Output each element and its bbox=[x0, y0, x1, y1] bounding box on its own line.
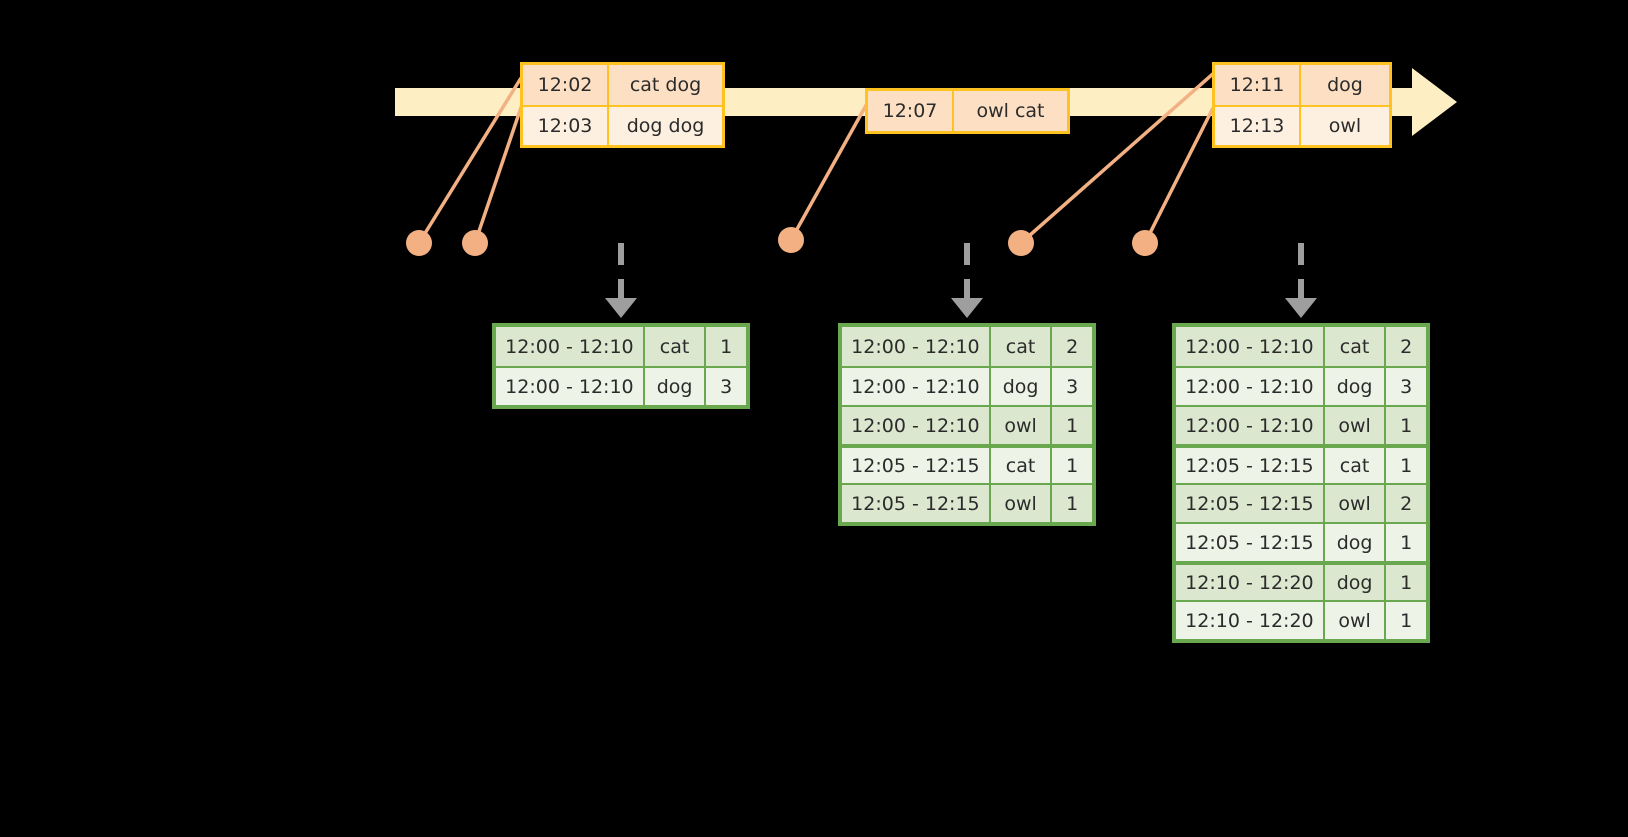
window-cell: 12:00 - 12:10 bbox=[1176, 327, 1325, 366]
event-value: dog dog bbox=[626, 115, 705, 137]
window-cell: 12:05 - 12:15 bbox=[1176, 485, 1325, 522]
event-timeline-arrowhead bbox=[1412, 68, 1457, 136]
event-dot-icon bbox=[462, 230, 488, 256]
key-cell: dog bbox=[991, 368, 1053, 405]
count-cell: 1 bbox=[1400, 531, 1413, 554]
count-cell: 3 bbox=[1066, 375, 1079, 398]
window-cell: 12:05 - 12:15 bbox=[1176, 448, 1325, 483]
window-cell: 12:05 - 12:15 bbox=[842, 448, 991, 483]
count-cell: 1 bbox=[720, 335, 733, 358]
count-cell: 2 bbox=[1066, 335, 1079, 358]
count-cell: 3 bbox=[720, 375, 733, 398]
window-cell: 12:10 - 12:20 bbox=[1176, 602, 1325, 639]
event-dot-icon bbox=[1132, 230, 1158, 256]
key-cell: dog bbox=[1325, 368, 1387, 405]
connector-line bbox=[1143, 107, 1215, 244]
event-value: dog bbox=[1327, 74, 1363, 96]
event-dot-icon bbox=[778, 227, 804, 253]
event-value: owl bbox=[1328, 115, 1362, 137]
event-dot-icon bbox=[1008, 230, 1034, 256]
event-row: 12:13 owl bbox=[1215, 105, 1389, 145]
event-time: 12:11 bbox=[1215, 65, 1301, 105]
dashed-arrow-head-icon bbox=[951, 298, 983, 318]
key-cell: owl bbox=[991, 407, 1053, 444]
count-cell: 1 bbox=[1066, 414, 1079, 437]
dashed-arrow-head-icon bbox=[605, 298, 637, 318]
window-cell: 12:00 - 12:10 bbox=[1176, 368, 1325, 405]
key-cell: dog bbox=[1325, 565, 1387, 600]
count-cell: 2 bbox=[1400, 492, 1413, 515]
key-cell: dog bbox=[1325, 524, 1387, 561]
key-cell: cat bbox=[991, 327, 1053, 366]
key-cell: owl bbox=[1325, 602, 1387, 639]
window-cell: 12:00 - 12:10 bbox=[1176, 407, 1325, 444]
event-time: 12:07 bbox=[868, 91, 954, 131]
count-cell: 2 bbox=[1400, 335, 1413, 358]
window-cell: 12:00 - 12:10 bbox=[842, 368, 991, 405]
count-cell: 1 bbox=[1066, 492, 1079, 515]
event-box-2: 12:07 owl cat bbox=[865, 88, 1070, 134]
event-value: owl cat bbox=[976, 100, 1045, 122]
key-cell: owl bbox=[991, 485, 1053, 522]
event-value: cat dog bbox=[629, 74, 702, 96]
event-box-1: 12:02 cat dog 12:03 dog dog bbox=[520, 62, 725, 148]
key-cell: owl bbox=[1325, 485, 1387, 522]
event-row: 12:02 cat dog bbox=[523, 65, 722, 105]
event-box-3: 12:11 dog 12:13 owl bbox=[1212, 62, 1392, 148]
window-cell: 12:00 - 12:10 bbox=[496, 368, 645, 405]
event-row: 12:03 dog dog bbox=[523, 105, 722, 145]
event-time: 12:13 bbox=[1215, 107, 1301, 145]
key-cell: cat bbox=[1325, 327, 1387, 366]
event-row: 12:11 dog bbox=[1215, 65, 1389, 105]
event-time: 12:03 bbox=[523, 107, 609, 145]
window-cell: 12:00 - 12:10 bbox=[496, 327, 645, 366]
key-cell: cat bbox=[1325, 448, 1387, 483]
count-cell: 3 bbox=[1400, 375, 1413, 398]
window-cell: 12:10 - 12:20 bbox=[1176, 565, 1325, 600]
event-time: 12:02 bbox=[523, 65, 609, 105]
dashed-arrow-head-icon bbox=[1285, 298, 1317, 318]
count-cell: 1 bbox=[1400, 571, 1413, 594]
count-cell: 1 bbox=[1400, 609, 1413, 632]
connector-line bbox=[789, 99, 871, 241]
count-cell: 1 bbox=[1066, 454, 1079, 477]
window-cell: 12:05 - 12:15 bbox=[1176, 524, 1325, 561]
window-cell: 12:05 - 12:15 bbox=[842, 485, 991, 522]
event-dot-icon bbox=[406, 230, 432, 256]
event-row: 12:07 owl cat bbox=[868, 91, 1067, 131]
key-cell: dog bbox=[645, 368, 707, 405]
count-cell: 1 bbox=[1400, 414, 1413, 437]
key-cell: cat bbox=[991, 448, 1053, 483]
count-cell: 1 bbox=[1400, 454, 1413, 477]
key-cell: cat bbox=[645, 327, 707, 366]
key-cell: owl bbox=[1325, 407, 1387, 444]
window-cell: 12:00 - 12:10 bbox=[842, 327, 991, 366]
window-cell: 12:00 - 12:10 bbox=[842, 407, 991, 444]
